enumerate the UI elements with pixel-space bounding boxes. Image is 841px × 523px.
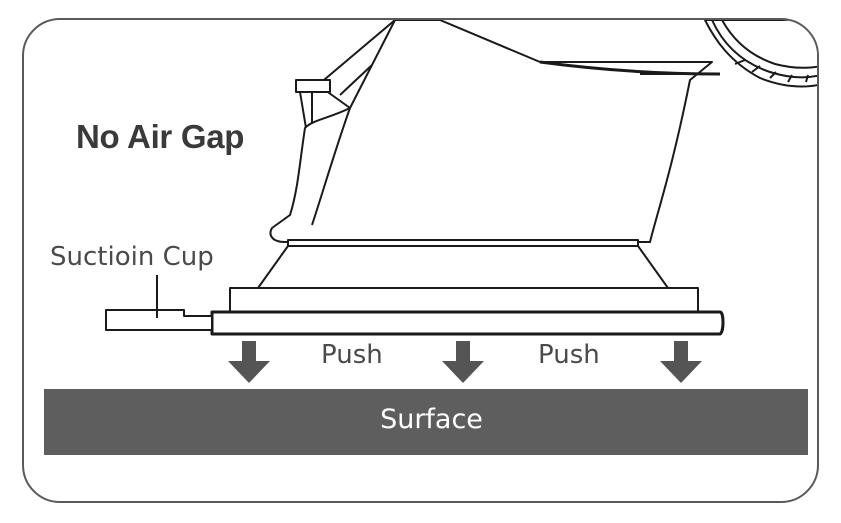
adjustment-knob bbox=[704, 20, 817, 88]
down-arrow-icon bbox=[228, 341, 270, 383]
suction-cup-disc bbox=[105, 275, 725, 336]
push-label-right: Push bbox=[538, 340, 600, 370]
push-label-left: Push bbox=[321, 340, 383, 370]
suction-base-dome bbox=[257, 245, 669, 289]
suction-cup-label: Suctioin Cup bbox=[50, 242, 214, 272]
down-arrow-icon bbox=[442, 341, 484, 383]
surface-label: Surface bbox=[380, 404, 483, 435]
suction-base-plate bbox=[229, 287, 699, 313]
diagram-title: No Air Gap bbox=[76, 118, 245, 155]
surface-bar bbox=[44, 389, 808, 455]
down-arrow-icon bbox=[660, 341, 702, 383]
mount-body bbox=[269, 20, 721, 243]
